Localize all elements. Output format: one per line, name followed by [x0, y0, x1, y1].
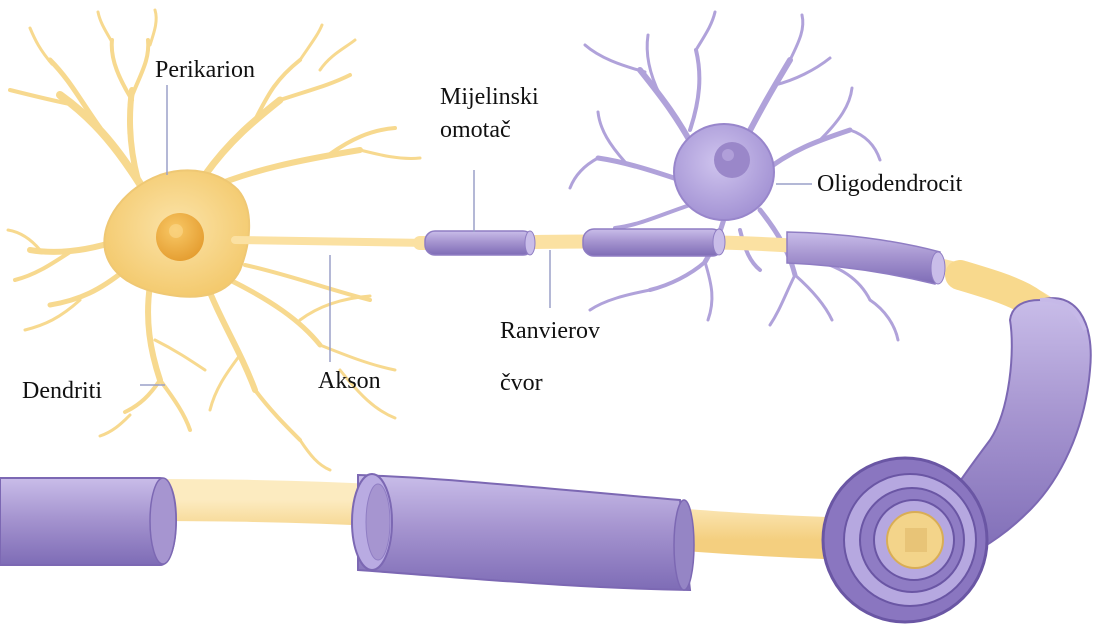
label-perikarion: Perikarion	[155, 55, 255, 85]
label-ranvierov-line2: čvor	[500, 368, 543, 398]
label-oligodendrocit: Oligodendrocit	[817, 169, 962, 199]
label-mijelinski-line1: Mijelinski	[440, 82, 539, 112]
myelin-cross-section	[823, 458, 987, 622]
label-akson: Akson	[318, 366, 381, 396]
axon-segment	[235, 240, 430, 243]
soma	[104, 170, 249, 296]
oligodendrocyte-body	[674, 124, 774, 220]
label-ranvierov-line1: Ranvierov	[500, 316, 600, 346]
label-mijelinski-line2: omotač	[440, 115, 511, 145]
label-dendriti: Dendriti	[22, 376, 102, 406]
